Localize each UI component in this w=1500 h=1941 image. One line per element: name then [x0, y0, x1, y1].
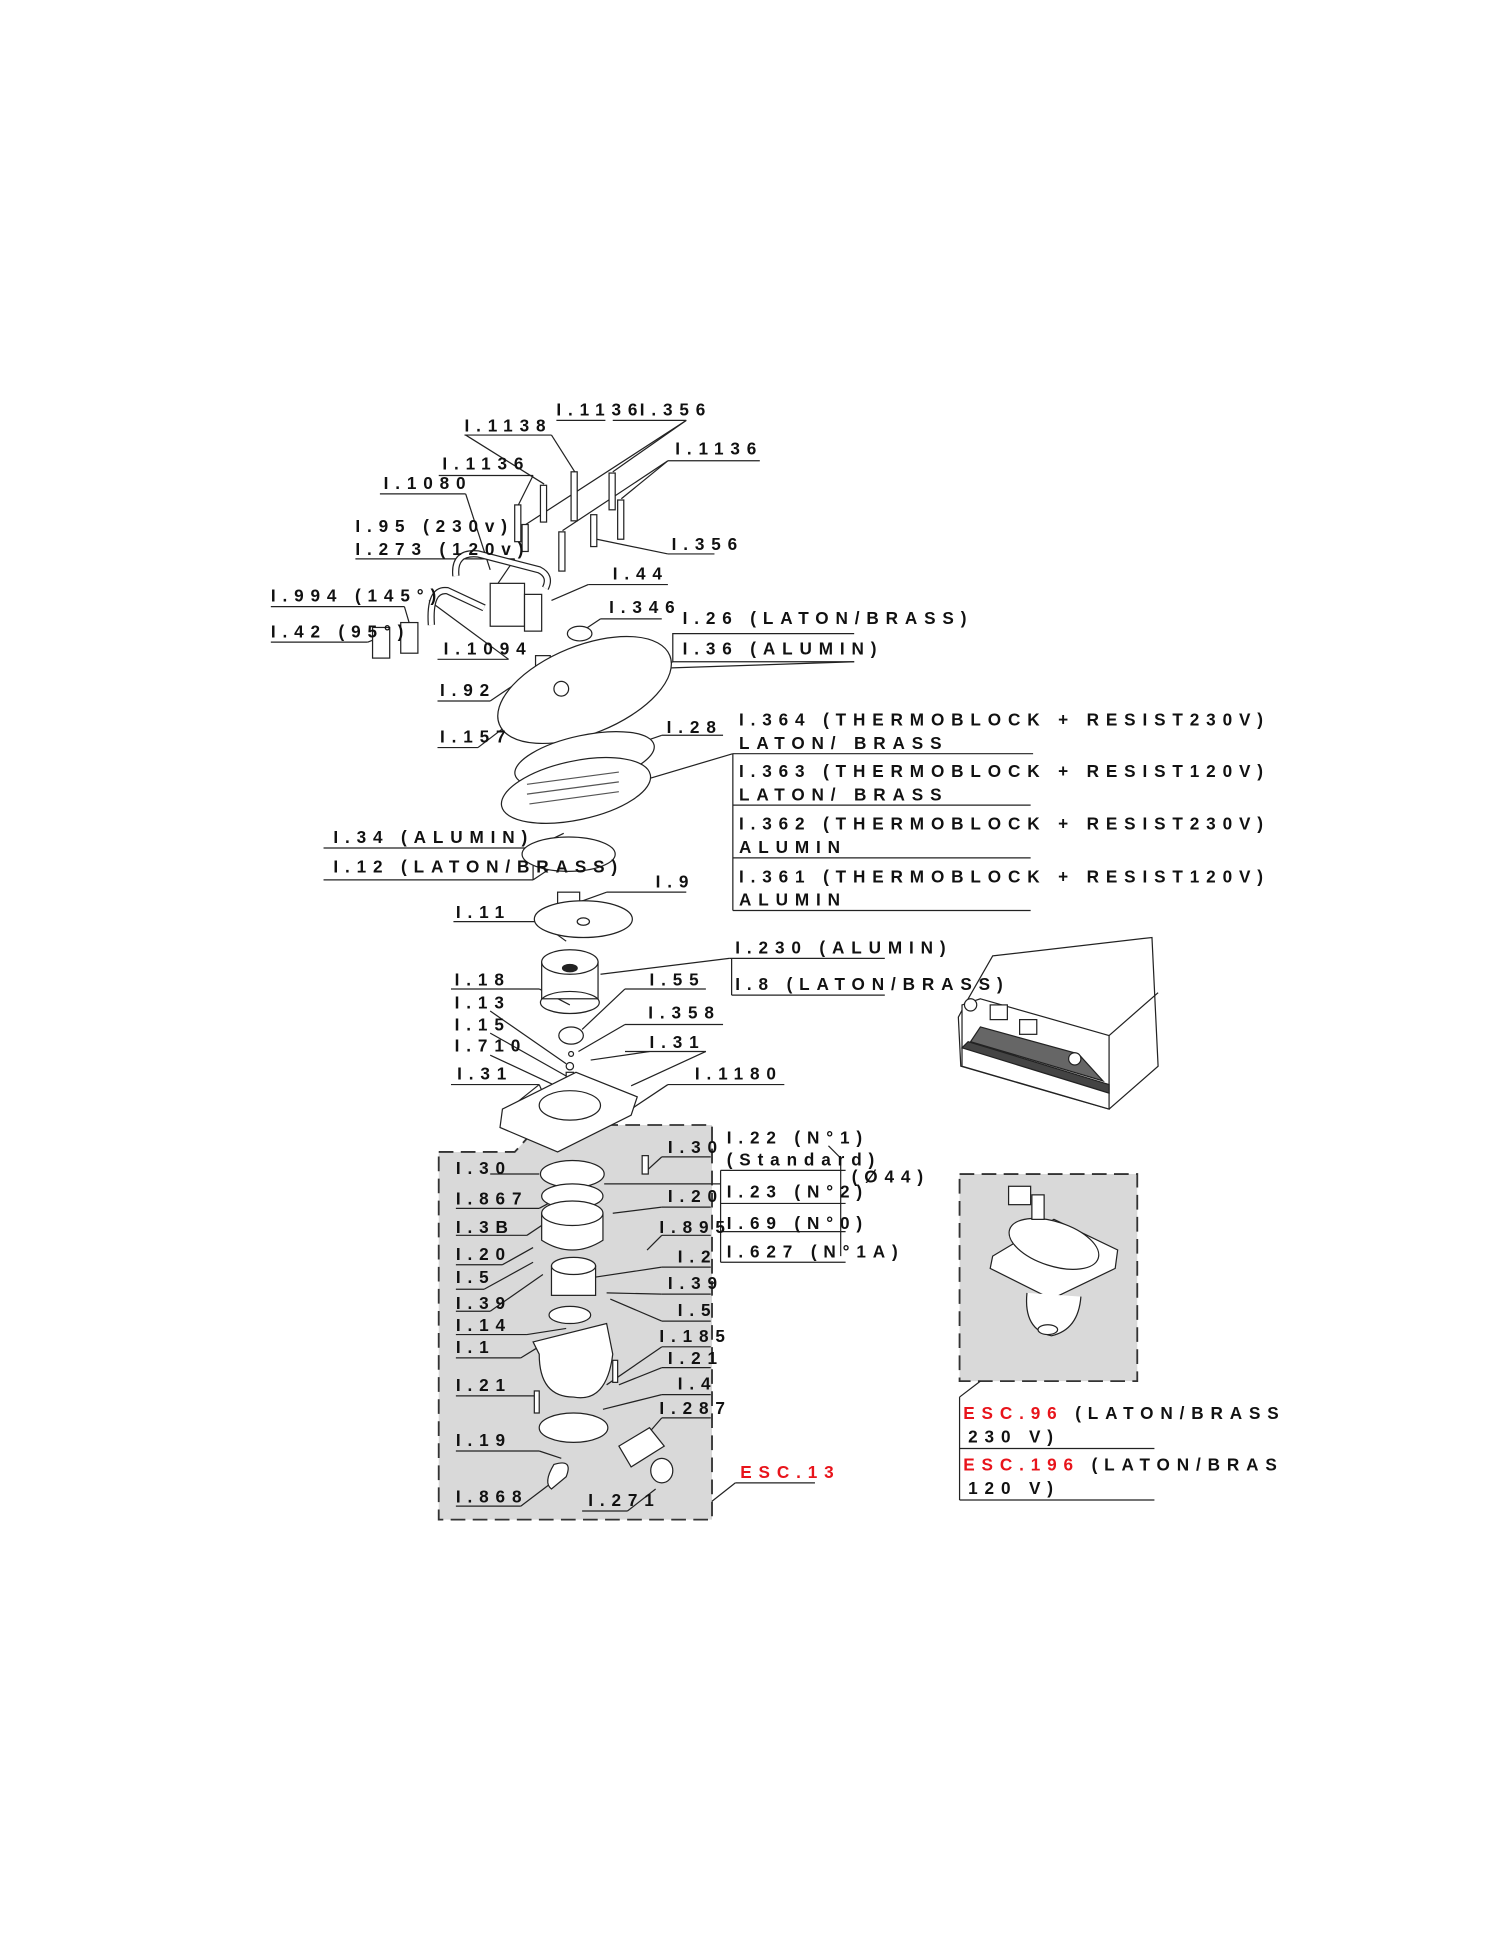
- part-label: I.5: [455, 1267, 496, 1287]
- kit-esc96-voltage: 230 V): [968, 1426, 1060, 1447]
- part-label: I.21: [667, 1348, 724, 1368]
- handle-287: [618, 1426, 666, 1468]
- part-label: I.28: [666, 716, 723, 737]
- part-label: I.710: [454, 1035, 528, 1056]
- knob-271: [650, 1457, 674, 1484]
- part-label: I.23 (N°2): [726, 1181, 869, 1201]
- part-drawings: [371, 471, 1159, 1490]
- kit-code-esc96: ESC.96: [963, 1403, 1064, 1423]
- espresso-machine-illustration: [957, 936, 1159, 1110]
- part-label: I.1138: [464, 415, 553, 436]
- part-label: I.95 (230v): [355, 515, 514, 536]
- part-label: I.157: [439, 726, 513, 747]
- part-label: (Ø44): [851, 1166, 930, 1187]
- part-label: I.42 (95°): [270, 621, 411, 641]
- part-label: I.356: [639, 399, 713, 420]
- part-label: I.14: [455, 1314, 512, 1335]
- part-label: I.44: [612, 563, 669, 584]
- kit-esc196-desc: (LATON/BRAS: [1091, 1454, 1284, 1475]
- part-label: I.8 (LATON/BRASS): [735, 974, 1010, 994]
- part-label: I.627 (N°1A): [726, 1241, 905, 1262]
- part-label: I.11: [455, 901, 512, 922]
- part-label: I.69 (N°0): [726, 1213, 869, 1233]
- part-label: I.230 (ALUMIN): [735, 937, 953, 958]
- part-label: I.362 (THERMOBLOCK + RESIST230V): [738, 813, 1270, 834]
- part-label: I.1094: [443, 638, 533, 659]
- part-label: I.867: [455, 1188, 529, 1209]
- part-label: I.22 (N°1): [726, 1127, 869, 1148]
- part-label: I.1136: [675, 438, 764, 459]
- part-label: I.271: [588, 1490, 661, 1510]
- part-label: I.20: [667, 1186, 724, 1206]
- part-label: I.30: [455, 1158, 512, 1178]
- filter-55: [558, 1026, 584, 1045]
- kit-esc96-desc: (LATON/BRASS: [1075, 1403, 1286, 1423]
- part-label: I.19: [455, 1430, 512, 1450]
- part-label: I.273 (120v): [355, 539, 531, 559]
- part-label: I.18: [454, 969, 511, 989]
- part-label: I.1136: [442, 453, 531, 474]
- group-body-1: [532, 1322, 614, 1399]
- kit-esc96-label: ESC.96 (LATON/BRASS: [963, 1403, 1285, 1423]
- part-label: I.4: [677, 1373, 718, 1394]
- part-label: I.1136: [556, 399, 645, 420]
- part-label: I.15: [454, 1014, 511, 1035]
- part-label: I.3B: [455, 1216, 515, 1237]
- part-label: I.358: [648, 1002, 721, 1023]
- part-label: I.21: [455, 1375, 512, 1395]
- part-label: I.26 (LATON/BRASS): [682, 607, 974, 628]
- part-label: I.34 (ALUMIN): [333, 827, 535, 847]
- part-label: I.39: [667, 1273, 724, 1293]
- thermoblock-cover: [497, 635, 672, 745]
- part-label: LATON/ BRASS: [738, 732, 949, 753]
- part-label: (Standard): [726, 1149, 882, 1170]
- kit-esc196-label: ESC.196 (LATON/BRAS: [963, 1455, 1283, 1475]
- part-label: I.5: [677, 1300, 718, 1320]
- ring-14: [548, 1305, 592, 1325]
- kit-code-esc13: ESC.13: [740, 1462, 841, 1482]
- part-label: I.1: [455, 1337, 496, 1357]
- part-label: I.39: [455, 1292, 512, 1313]
- kit-esc196-voltage: 120 V): [968, 1477, 1060, 1498]
- part-label: I.2: [677, 1246, 718, 1266]
- part-label: I.346: [609, 596, 682, 617]
- pressure-switches: [371, 621, 419, 659]
- part-label: LATON/ BRASS: [738, 784, 949, 804]
- part-label: I.55: [649, 969, 706, 989]
- part-label: I.31: [649, 1031, 706, 1052]
- kit-esc96-illustration: [989, 1185, 1119, 1337]
- bolts: [514, 471, 625, 572]
- part-label: I.994 (145°): [270, 585, 444, 606]
- part-label: I.185: [659, 1325, 732, 1346]
- thermoblock: [500, 757, 652, 824]
- oring-18: [539, 990, 600, 1015]
- solenoid-valve: [489, 582, 526, 627]
- part-label: I.30: [667, 1137, 724, 1157]
- disc-34: [521, 836, 616, 872]
- part-label: ALUMIN: [738, 889, 847, 910]
- part-label: I.9: [655, 871, 696, 891]
- plug-346: [566, 625, 593, 642]
- part-label: I.868: [455, 1486, 529, 1507]
- part-label: I.31: [457, 1063, 514, 1084]
- part-label: I.36 (ALUMIN): [682, 638, 884, 659]
- part-label: I.356: [671, 534, 745, 554]
- lever-868: [547, 1462, 569, 1490]
- part-label: I.361 (THERMOBLOCK + RESIST120V): [738, 866, 1270, 887]
- kit-code-esc196: ESC.196: [963, 1454, 1080, 1475]
- part-label: I.895: [659, 1216, 732, 1237]
- part-label: I.92: [439, 680, 497, 700]
- part-label: I.1180: [694, 1063, 783, 1084]
- part-label: I.287: [659, 1398, 732, 1418]
- part-label: I.364 (THERMOBLOCK + RESIST230V): [738, 709, 1270, 730]
- part-label: ALUMIN: [738, 837, 847, 857]
- part-label: I.13: [454, 992, 511, 1013]
- part-label: I.20: [455, 1243, 512, 1264]
- part-label: I.12 (LATON/BRASS): [333, 856, 625, 877]
- part-label: I.363 (THERMOBLOCK + RESIST120V): [738, 761, 1270, 781]
- plate-4: [538, 1412, 609, 1444]
- part-label: I.1080: [383, 473, 473, 493]
